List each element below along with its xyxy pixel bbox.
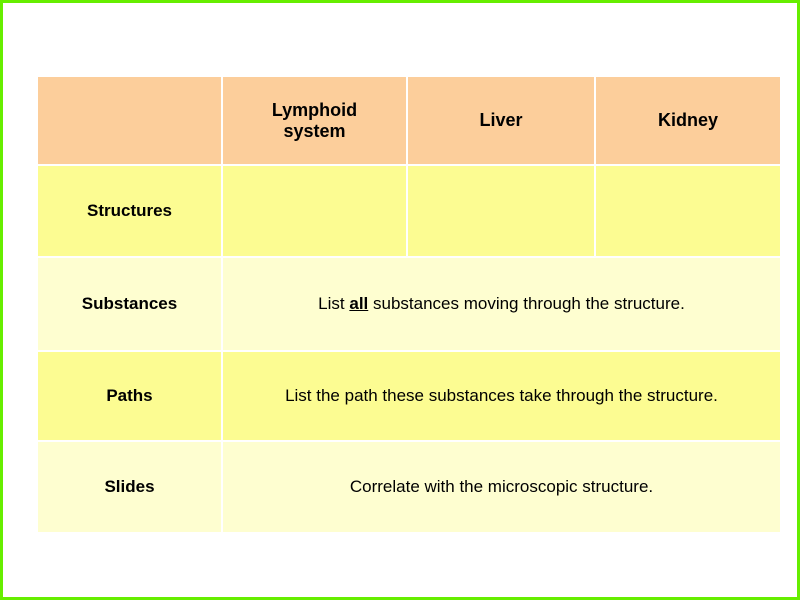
table-row-paths: Paths List the path these substances tak… [38,352,780,440]
comparison-table: Lymphoid system Liver Kidney Structures … [36,75,782,534]
cell-slides-instruction: Correlate with the microscopic structure… [223,442,780,532]
table-row-slides: Slides Correlate with the microscopic st… [38,442,780,532]
cell-substances-instruction: List all substances moving through the s… [223,258,780,350]
column-header-kidney: Kidney [596,77,780,164]
column-header-lymphoid-line1: Lymphoid [271,99,358,120]
cell-paths-instruction: List the path these substances take thro… [223,352,780,440]
row-label-substances: Substances [38,258,221,350]
table-row-substances: Substances List all substances moving th… [38,258,780,350]
table-header-row: Lymphoid system Liver Kidney [38,77,780,164]
cell-structures-lymphoid-system[interactable] [223,166,406,256]
column-header-lymphoid-line2: system [283,120,346,141]
column-header-lymphoid-system: Lymphoid system [223,77,406,164]
substances-text-after: substances moving through the structure. [368,294,685,314]
table-row-structures: Structures [38,166,780,256]
substances-text-emphasis: all [349,294,369,314]
cell-structures-liver[interactable] [408,166,594,256]
row-label-paths: Paths [38,352,221,440]
cell-structures-kidney[interactable] [596,166,780,256]
row-label-slides: Slides [38,442,221,532]
table-corner-cell [38,77,221,164]
comparison-table-container: Lymphoid system Liver Kidney Structures … [36,75,782,536]
substances-text-before: List [318,294,350,314]
column-header-liver: Liver [408,77,594,164]
row-label-structures: Structures [38,166,221,256]
